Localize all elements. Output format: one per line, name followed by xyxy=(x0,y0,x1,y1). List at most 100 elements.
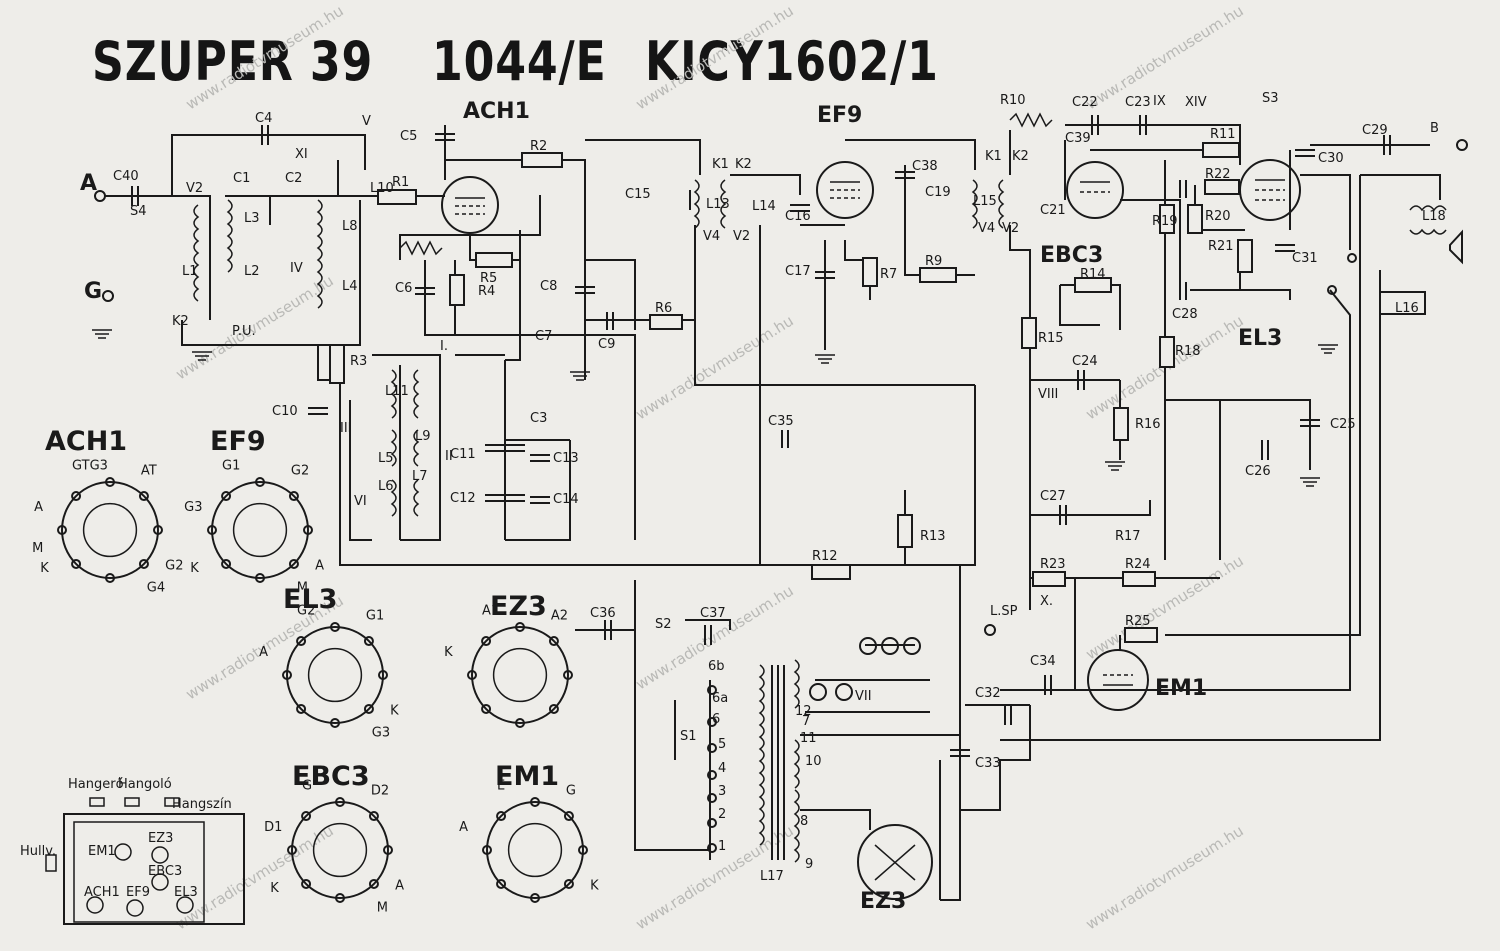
base-pin xyxy=(363,636,374,647)
base-pin xyxy=(288,491,299,502)
tube-label: EL3 xyxy=(1238,326,1282,351)
el3-tube-symbol xyxy=(1239,159,1301,221)
base-pin xyxy=(221,558,232,569)
base-title: EZ3 xyxy=(490,591,547,622)
component-label: L9 xyxy=(415,429,431,444)
model-number: 1044/E xyxy=(432,30,607,93)
base-pin xyxy=(515,622,525,632)
pin-label: G2 xyxy=(165,559,183,574)
component-label: C38 xyxy=(912,159,938,174)
base-pin xyxy=(330,622,340,632)
component-label: R7 xyxy=(880,267,897,282)
component-label: K2 xyxy=(735,157,752,172)
base-pin xyxy=(467,670,477,680)
base-pin xyxy=(578,845,588,855)
component-label: C4 xyxy=(255,111,272,126)
component-label: L14 xyxy=(752,199,776,214)
pin-label: A xyxy=(259,645,268,660)
base-pin xyxy=(296,703,307,714)
component-label: 10 xyxy=(805,754,822,769)
base-pin xyxy=(105,573,115,583)
component-label: R20 xyxy=(1205,209,1231,224)
pin-label: A2 xyxy=(551,608,568,623)
pin-label: A xyxy=(395,879,404,894)
component-label: C34 xyxy=(1030,654,1056,669)
component-label: C19 xyxy=(925,185,951,200)
component-label: C13 xyxy=(553,451,579,466)
component-label: V2 xyxy=(733,229,750,244)
base-pin xyxy=(496,811,507,822)
model-title: SZUPER 39 xyxy=(92,30,374,93)
base-pin xyxy=(282,670,292,680)
base-pin xyxy=(287,845,297,855)
component-label: P.U. xyxy=(232,324,256,339)
component-label: C27 xyxy=(1040,489,1066,504)
pin-label: K xyxy=(190,561,199,576)
base-pin xyxy=(482,845,492,855)
component-label: C36 xyxy=(590,606,616,621)
pin-label: K xyxy=(270,881,279,896)
component-label: L13 xyxy=(706,197,730,212)
component-label: VII xyxy=(855,689,872,704)
component-label: 8 xyxy=(800,814,808,829)
pin-label: K xyxy=(444,645,453,660)
base-outline xyxy=(291,801,389,899)
pin-label: M xyxy=(32,541,43,556)
component-label: C14 xyxy=(553,492,579,507)
resistor-bodies xyxy=(329,112,1253,643)
component-label: L1 xyxy=(182,264,198,279)
base-pin xyxy=(301,811,312,822)
component-label: R5 xyxy=(480,271,497,286)
component-label: C11 xyxy=(450,447,476,462)
component-label: X. xyxy=(1040,594,1053,609)
base-title: EBC3 xyxy=(292,761,370,792)
base-pin xyxy=(481,703,492,714)
tube-label: EM1 xyxy=(1155,676,1207,701)
pin-label: GTG3 xyxy=(72,459,108,474)
component-label: L15 xyxy=(973,194,997,209)
component-label: L6 xyxy=(378,479,394,494)
base-title: EF9 xyxy=(210,426,266,457)
component-label: IV xyxy=(290,261,303,276)
chassis-position: EBC3 xyxy=(148,864,182,879)
component-label: K1 xyxy=(712,157,729,172)
terminal-label: A xyxy=(80,171,97,196)
component-label: C30 xyxy=(1318,151,1344,166)
pin-label: M xyxy=(297,580,308,595)
pin-label: G2 xyxy=(291,463,309,478)
component-label: 6 xyxy=(712,712,720,727)
component-label: VIII xyxy=(1038,387,1058,402)
base-pin xyxy=(138,491,149,502)
component-label: K1 xyxy=(985,149,1002,164)
component-label: C35 xyxy=(768,414,794,429)
base-pin xyxy=(563,670,573,680)
component-label: V4 xyxy=(703,229,720,244)
base-pin xyxy=(368,878,379,889)
component-label: S3 xyxy=(1262,91,1279,106)
component-label: 7 xyxy=(802,714,810,729)
component-label: C28 xyxy=(1172,307,1198,322)
component-label: R15 xyxy=(1038,331,1064,346)
component-label: K2 xyxy=(1012,149,1029,164)
component-label: R21 xyxy=(1208,239,1234,254)
component-label: R6 xyxy=(655,301,672,316)
base-pin xyxy=(548,636,559,647)
component-label: I. xyxy=(440,339,448,354)
component-label: L3 xyxy=(244,211,260,226)
component-label: R12 xyxy=(812,549,838,564)
component-label: V2 xyxy=(186,181,203,196)
chassis-position: EM1 xyxy=(88,844,116,859)
base-pin xyxy=(71,491,82,502)
base-pin xyxy=(105,477,115,487)
pin-label: D2 xyxy=(371,783,389,798)
component-label: R19 xyxy=(1152,214,1178,229)
pin-label: G3 xyxy=(372,725,390,740)
base-envelope xyxy=(507,822,563,878)
base-pin xyxy=(153,525,163,535)
watermark-text: www.radiotvmuseum.hu xyxy=(1083,552,1247,664)
ef9-tube-symbol xyxy=(816,161,874,219)
pin-label: G xyxy=(566,783,576,798)
pin-label: G1 xyxy=(366,608,384,623)
ach1-tube-symbol xyxy=(441,176,499,234)
